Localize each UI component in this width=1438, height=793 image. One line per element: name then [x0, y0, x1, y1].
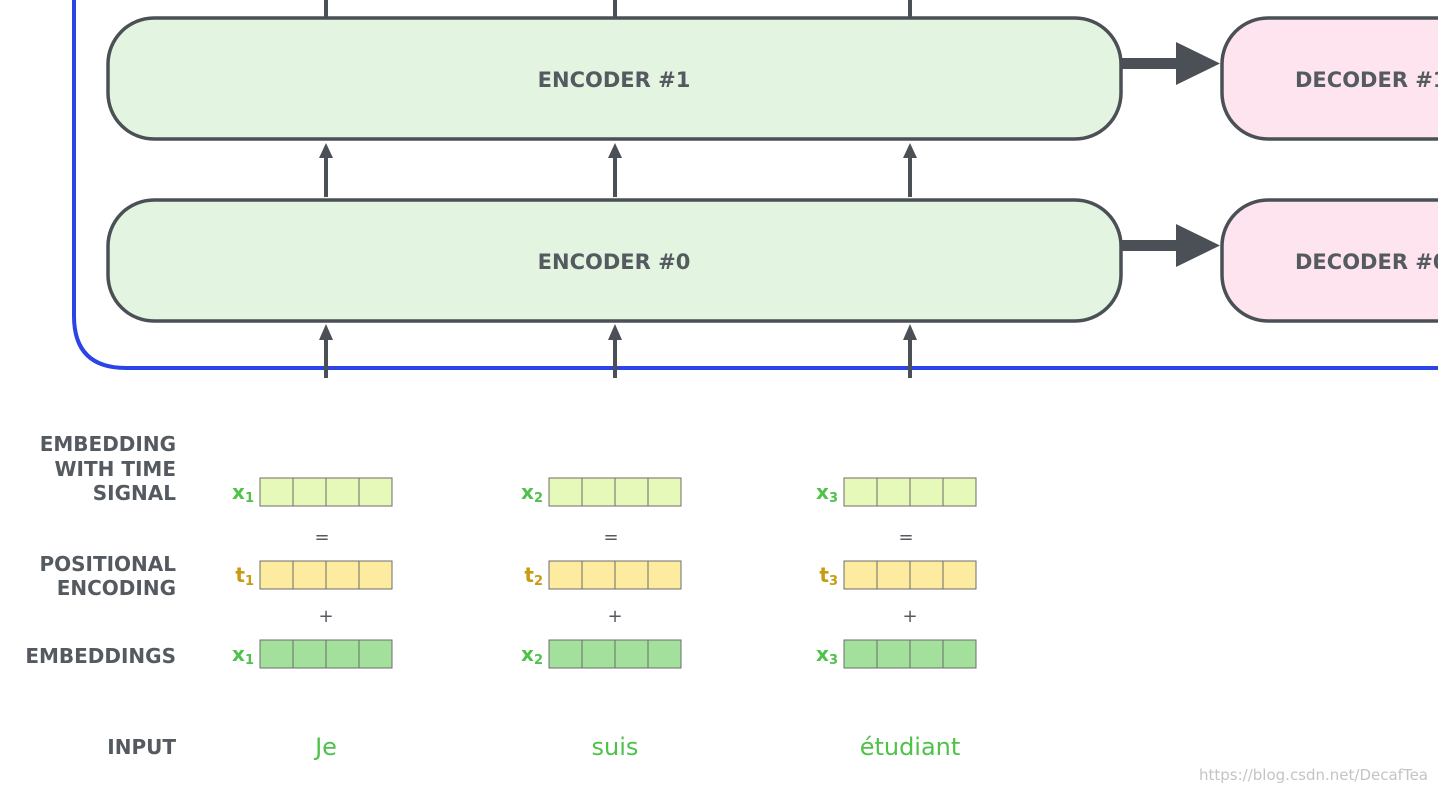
emb-vector-3 — [843, 639, 977, 669]
row-label-positional: POSITIONAL ENCODING — [39, 552, 176, 600]
equals-operator: = — [314, 527, 329, 548]
emb-vector-2 — [548, 639, 682, 669]
decoder-1-block: DECODER #1 — [1220, 16, 1438, 141]
emb-vector-label-3: x3 — [816, 642, 838, 668]
decoder-1-box — [1220, 16, 1438, 141]
encoder-stack-frame — [72, 0, 1438, 370]
time-vector-cell — [259, 477, 294, 507]
emb-vector-cell — [647, 639, 682, 669]
emb-vector-cell — [358, 639, 393, 669]
emb-vector-cell — [581, 639, 616, 669]
emb-vector-cell — [843, 639, 878, 669]
time-vector-cell — [876, 477, 911, 507]
encoder-0-label: ENCODER #0 — [538, 250, 691, 274]
pos-vector-label-3: t3 — [819, 563, 838, 589]
decoder-0-block: DECODER #0 — [1220, 198, 1438, 323]
plus-operator: + — [902, 606, 917, 627]
input-word-1: Je — [313, 733, 337, 761]
pos-vector-label-2: t2 — [524, 563, 543, 589]
emb-vector-label-2: x2 — [521, 642, 543, 668]
row-label-time-signal-line-2: WITH TIME — [55, 457, 177, 481]
pos-vector-cell — [292, 560, 327, 590]
emb-vector-cell — [614, 639, 649, 669]
pos-vector-cell — [942, 560, 977, 590]
row-label-input: INPUT — [107, 735, 176, 759]
encoder-0-block: ENCODER #0 — [106, 198, 1123, 323]
pos-vector-cell — [259, 560, 294, 590]
emb-vector-cell — [942, 639, 977, 669]
pos-vector-cell — [325, 560, 360, 590]
top-connector-lines — [324, 0, 912, 17]
time-vector-label-3: x3 — [816, 480, 838, 506]
time-vector-label-1: x1 — [232, 480, 254, 506]
watermark: https://blog.csdn.net/DecafTea — [1199, 766, 1428, 784]
time-vector-2 — [548, 477, 682, 507]
pos-vector-2 — [548, 560, 682, 590]
row-label-embeddings: EMBEDDINGS — [25, 644, 176, 668]
emb-vector-cell — [876, 639, 911, 669]
time-vector-cell — [358, 477, 393, 507]
emb-vector-cell — [259, 639, 294, 669]
pos-vector-cell — [358, 560, 393, 590]
token-column-2: x2 t2 x2 = + suis — [521, 477, 682, 761]
decoder-1-label: DECODER #1 — [1295, 68, 1438, 92]
decoder-0-box — [1220, 198, 1438, 323]
time-vector-cell — [909, 477, 944, 507]
input-to-encoder-arrows — [319, 324, 917, 378]
emb-vector-cell — [325, 639, 360, 669]
pos-vector-cell — [614, 560, 649, 590]
pos-vector-1 — [259, 560, 393, 590]
encoder-1-block: ENCODER #1 — [106, 16, 1123, 141]
row-label-time-signal-line-3: SIGNAL — [93, 481, 176, 505]
row-label-time-signal: EMBEDDING WITH TIME SIGNAL — [40, 432, 177, 505]
encoder-1-box — [106, 16, 1123, 141]
equals-operator: = — [603, 527, 618, 548]
pos-vector-cell — [548, 560, 583, 590]
pos-vector-cell — [876, 560, 911, 590]
decoder-0-label: DECODER #0 — [1295, 250, 1438, 274]
encoder-0-box — [106, 198, 1123, 323]
time-vector-cell — [292, 477, 327, 507]
input-word-2: suis — [592, 733, 639, 761]
token-column-3: x3 t3 x3 = + étudiant — [816, 477, 977, 761]
emb-vector-1 — [259, 639, 393, 669]
pos-vector-cell — [843, 560, 878, 590]
encoder-to-decoder-arrow-0 — [1121, 224, 1220, 267]
row-label-positional-line-2: ENCODING — [57, 576, 176, 600]
pos-vector-label-1: t1 — [235, 563, 254, 589]
time-vector-cell — [581, 477, 616, 507]
time-vector-cell — [647, 477, 682, 507]
time-vector-cell — [942, 477, 977, 507]
pos-vector-cell — [909, 560, 944, 590]
time-vector-3 — [843, 477, 977, 507]
time-vector-label-2: x2 — [521, 480, 543, 506]
encoder-0-to-1-arrows — [319, 143, 917, 197]
time-vector-1 — [259, 477, 393, 507]
pos-vector-cell — [647, 560, 682, 590]
pos-vector-cell — [581, 560, 616, 590]
token-column-1: x1 t1 x1 = + Je — [232, 477, 393, 761]
emb-vector-cell — [548, 639, 583, 669]
time-vector-cell — [843, 477, 878, 507]
emb-vector-cell — [909, 639, 944, 669]
plus-operator: + — [607, 606, 622, 627]
time-vector-cell — [325, 477, 360, 507]
row-label-positional-line-1: POSITIONAL — [39, 552, 176, 576]
equals-operator: = — [898, 527, 913, 548]
time-vector-cell — [614, 477, 649, 507]
input-word-3: étudiant — [860, 733, 961, 761]
emb-vector-label-1: x1 — [232, 642, 254, 668]
encoder-1-label: ENCODER #1 — [538, 68, 691, 92]
pos-vector-3 — [843, 560, 977, 590]
plus-operator: + — [318, 606, 333, 627]
emb-vector-cell — [292, 639, 327, 669]
row-label-time-signal-line-1: EMBEDDING — [40, 432, 176, 456]
time-vector-cell — [548, 477, 583, 507]
encoder-to-decoder-arrow-1 — [1121, 42, 1220, 85]
